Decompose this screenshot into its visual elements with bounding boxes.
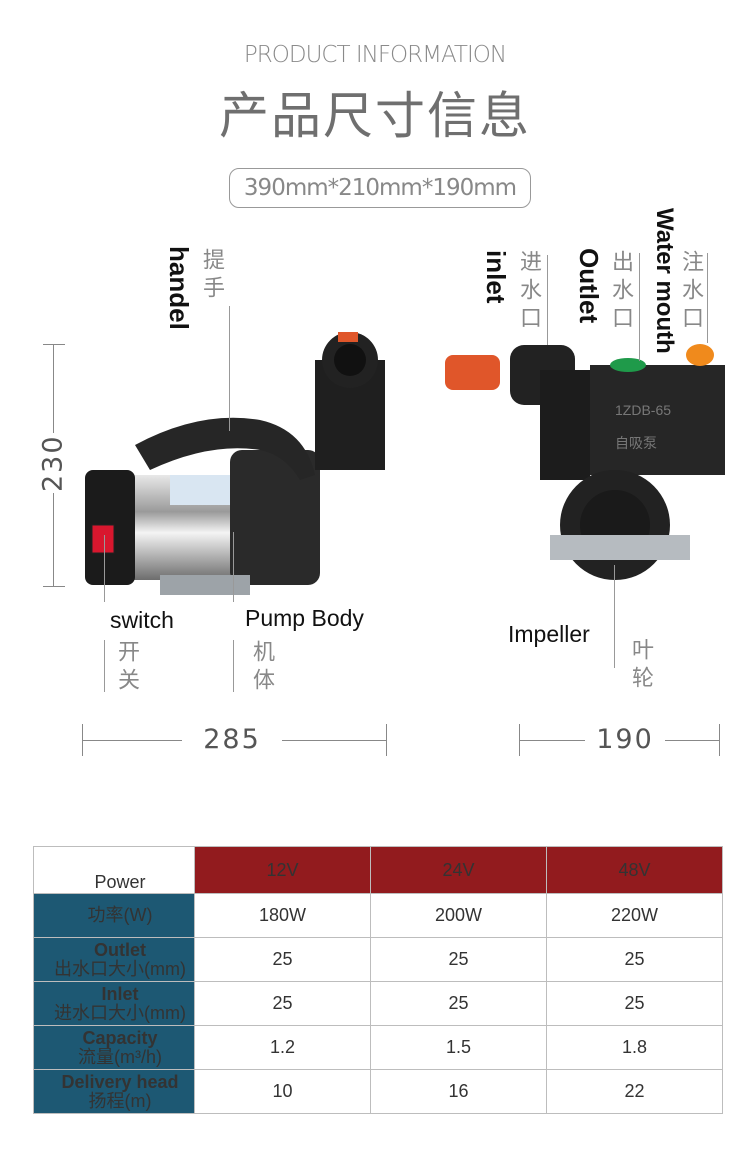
- svg-text:自吸泵: 自吸泵: [615, 436, 657, 452]
- table-cell: 16: [370, 1069, 547, 1114]
- label-water-mouth-cn: 注水口: [678, 250, 703, 334]
- col-header-12v: 12V: [194, 846, 371, 894]
- label-impeller-cn: 叶轮: [628, 638, 653, 694]
- table-cell: 180W: [194, 893, 371, 938]
- nameplate-text: 1ZDB-65: [615, 402, 671, 418]
- table-cell: 25: [194, 937, 371, 982]
- green-cap: [610, 358, 646, 372]
- col-header-24v: 24V: [370, 846, 547, 894]
- handle: [135, 417, 315, 480]
- mounting-bracket: [160, 575, 250, 595]
- table-cell: 25: [370, 981, 547, 1026]
- width-dimension-left: 285: [203, 724, 261, 755]
- table-header-row: Power 12V 24V 48V: [33, 846, 723, 894]
- label-handle-en: handel: [164, 246, 194, 330]
- label-water-mouth-en: Water mouth: [651, 208, 678, 354]
- label-handle-cn: 提手: [199, 248, 224, 304]
- motor-label-sticker: [170, 475, 230, 505]
- header-english: PRODUCT INFORMATION: [243, 42, 507, 68]
- pump-front-view-image: 1ZDB-65 自吸泵: [445, 344, 725, 580]
- dimensions-badge: 390mm*210mm*190mm: [229, 168, 531, 208]
- table-cell: 220W: [546, 893, 723, 938]
- label-pump-body-en: Pump Body: [245, 605, 364, 631]
- header-chinese: 产品尺寸信息: [219, 87, 531, 145]
- label-switch-cn: 开关: [114, 640, 139, 696]
- height-dimension: 230: [24, 433, 82, 493]
- power-switch: [91, 524, 115, 554]
- table-cell: 1.2: [194, 1025, 371, 1070]
- col-header-48v: 48V: [546, 846, 723, 894]
- table-cell: 25: [370, 937, 547, 982]
- table-cell: 10: [194, 1069, 371, 1114]
- row-header-power: 功率(W): [33, 893, 195, 938]
- table-cell: 1.5: [370, 1025, 547, 1070]
- label-outlet-en: Outlet: [574, 248, 604, 324]
- table-cell: 25: [194, 981, 371, 1026]
- table-corner-power: Power: [33, 846, 195, 894]
- label-outlet-cn: 出水口: [608, 250, 633, 334]
- table-cell: 25: [546, 981, 723, 1026]
- table-cell: 22: [546, 1069, 723, 1114]
- label-inlet-cn: 进水口: [516, 250, 541, 334]
- front-bracket: [550, 535, 690, 560]
- table-cell: 25: [546, 937, 723, 982]
- orange-cap: [686, 344, 714, 366]
- label-inlet-en: inlet: [481, 250, 511, 304]
- pump-side-view-image: [85, 332, 385, 595]
- priming-chamber: [590, 365, 725, 475]
- table-row: 功率(W) 180W 200W 220W: [33, 893, 723, 938]
- label-impeller-en: Impeller: [508, 621, 590, 647]
- label-switch-en: switch: [110, 607, 174, 633]
- spec-table: Power 12V 24V 48V 功率(W) 180W 200W 220W O…: [33, 846, 723, 1114]
- width-dimension-right: 190: [596, 724, 654, 755]
- label-pump-body-cn: 机体: [249, 640, 274, 696]
- pump-head: [230, 450, 320, 585]
- inlet-nozzle: [445, 355, 500, 390]
- table-cell: 200W: [370, 893, 547, 938]
- table-cell: 1.8: [546, 1025, 723, 1070]
